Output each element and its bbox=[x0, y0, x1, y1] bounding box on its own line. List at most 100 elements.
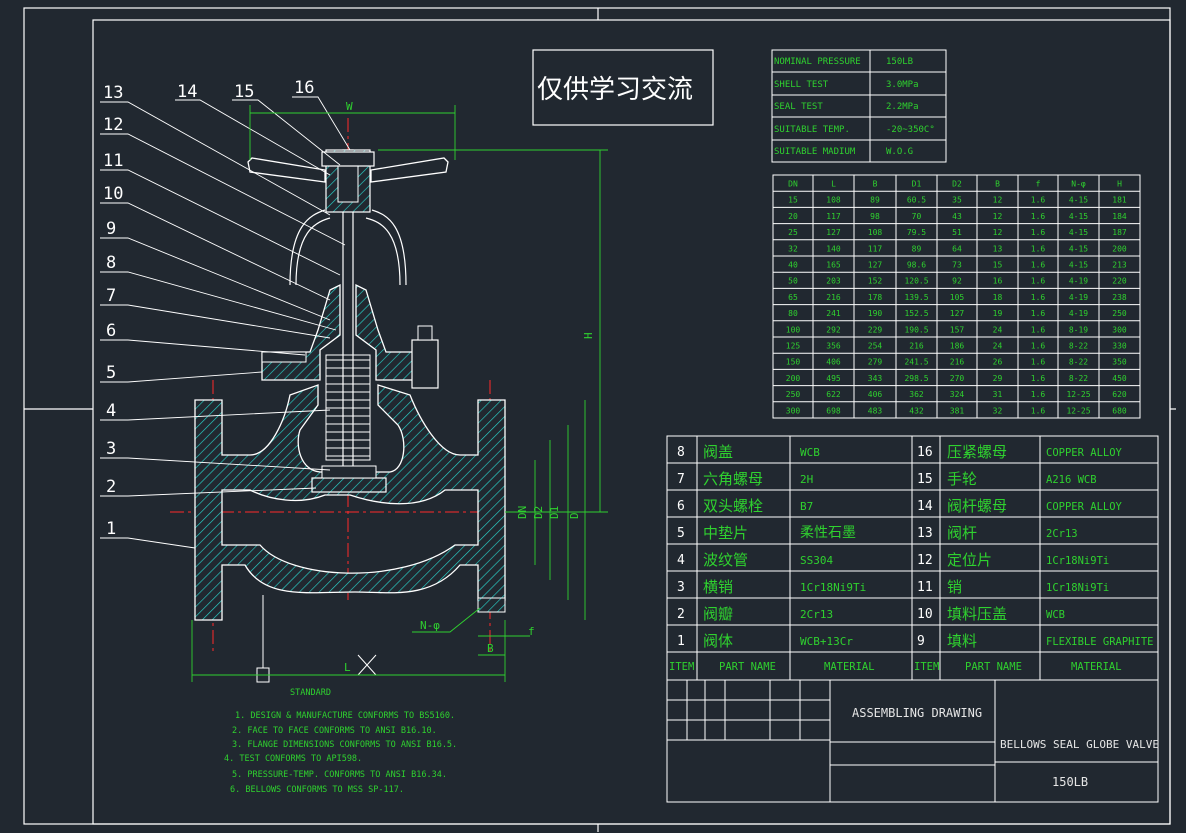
parts-header-name: PART NAME bbox=[719, 661, 776, 673]
dim-table-cell: 12 bbox=[993, 212, 1003, 221]
part-material: SS304 bbox=[800, 554, 833, 567]
dim-table-cell: 178 bbox=[868, 293, 883, 302]
dim-table-cell: 1.6 bbox=[1031, 309, 1046, 318]
part-name: 手轮 bbox=[947, 470, 977, 488]
parts-header-name: PART NAME bbox=[965, 661, 1022, 673]
dim-table-cell: 40 bbox=[788, 261, 798, 270]
spec-label: SUITABLE TEMP. bbox=[774, 125, 850, 135]
balloon-12: 12 bbox=[103, 115, 123, 135]
dim-table-cell: 12 bbox=[993, 228, 1003, 237]
dim-table-cell: 1.6 bbox=[1031, 406, 1046, 415]
dim-table-cell: 1.6 bbox=[1031, 261, 1046, 270]
balloon-6: 6 bbox=[106, 321, 116, 341]
balloon-11: 11 bbox=[103, 151, 123, 171]
dim-table-cell: 190 bbox=[868, 309, 883, 318]
part-material: 1Cr18Ni9Ti bbox=[800, 581, 866, 594]
dim-table-cell: 73 bbox=[952, 261, 962, 270]
dim-table-cell: 4-15 bbox=[1069, 228, 1088, 237]
part-material: COPPER ALLOY bbox=[1046, 501, 1123, 513]
parts-header-item: ITEM bbox=[914, 661, 939, 673]
dim-table-cell: 29 bbox=[993, 374, 1003, 383]
part-material: COPPER ALLOY bbox=[1046, 447, 1123, 459]
part-item-number: 15 bbox=[917, 472, 933, 487]
part-material: FLEXIBLE GRAPHITE bbox=[1046, 636, 1153, 648]
dim-table-cell: 1.6 bbox=[1031, 390, 1046, 399]
dim-table-cell: 406 bbox=[826, 358, 841, 367]
balloon-14: 14 bbox=[177, 82, 197, 102]
dim-table-cell: 100 bbox=[786, 325, 801, 334]
dim-label-d: D bbox=[568, 512, 581, 519]
balloon-8: 8 bbox=[106, 253, 116, 273]
dim-label-n-phi: N-φ bbox=[420, 619, 440, 632]
dim-table-cell: 186 bbox=[950, 342, 965, 351]
part-name: 阀杆 bbox=[947, 524, 977, 542]
balloon-16: 16 bbox=[294, 78, 314, 98]
dim-table-cell: 4-19 bbox=[1069, 277, 1088, 286]
dim-table-cell: 298.5 bbox=[904, 374, 928, 383]
dim-table-cell: 4-15 bbox=[1069, 196, 1088, 205]
dim-table-cell: 152 bbox=[868, 277, 883, 286]
dim-table-cell: 117 bbox=[868, 244, 883, 253]
dim-table-cell: 1.6 bbox=[1031, 196, 1046, 205]
dim-table-cell: 241 bbox=[826, 309, 841, 318]
part-item-number: 11 bbox=[917, 580, 933, 595]
part-name: 双头螺栓 bbox=[703, 497, 763, 515]
dim-table-cell: 15 bbox=[993, 261, 1003, 270]
part-item-number: 14 bbox=[917, 499, 933, 514]
dim-table-cell: 43 bbox=[952, 212, 962, 221]
part-item-number: 7 bbox=[677, 472, 685, 487]
valve-assembly-drawing bbox=[100, 96, 530, 683]
part-item-number: 8 bbox=[677, 445, 685, 460]
part-material: 2H bbox=[800, 473, 813, 486]
dim-table-cell: 13 bbox=[993, 244, 1003, 253]
balloon-7: 7 bbox=[106, 286, 116, 306]
dim-table-cell: 20 bbox=[788, 212, 798, 221]
dim-table-cell: 1.6 bbox=[1031, 374, 1046, 383]
dim-table-header: f bbox=[1036, 180, 1041, 189]
dim-table-cell: 8-22 bbox=[1069, 358, 1088, 367]
balloon-2: 2 bbox=[106, 477, 116, 497]
part-name: 横销 bbox=[703, 578, 733, 596]
dim-table-cell: 432 bbox=[909, 406, 924, 415]
dim-table-cell: 108 bbox=[826, 196, 841, 205]
balloon-9: 9 bbox=[106, 219, 116, 239]
part-material: A216 WCB bbox=[1046, 474, 1097, 486]
dim-table-cell: 350 bbox=[1112, 358, 1127, 367]
dim-table-cell: 330 bbox=[1112, 342, 1127, 351]
part-item-number: 4 bbox=[677, 553, 685, 568]
standard-line-4: 4. TEST CONFORMS TO API598. bbox=[224, 754, 362, 764]
dim-table-cell: 381 bbox=[950, 406, 965, 415]
dim-table-cell: 89 bbox=[912, 244, 922, 253]
dim-table-header: DN bbox=[788, 180, 798, 189]
dim-table-cell: 89 bbox=[870, 196, 880, 205]
part-item-number: 6 bbox=[677, 499, 685, 514]
dim-table-header: L bbox=[831, 180, 836, 189]
part-item-number: 13 bbox=[917, 526, 933, 541]
dim-table-cell: 216 bbox=[826, 293, 841, 302]
part-name: 中垫片 bbox=[703, 524, 748, 542]
dim-label-dn: DN bbox=[516, 506, 529, 519]
dim-label-d2: D2 bbox=[532, 506, 545, 519]
part-name: 压紧螺母 bbox=[947, 443, 1007, 461]
standard-line-5: 5. PRESSURE-TEMP. CONFORMS TO ANSI B16.3… bbox=[232, 770, 447, 780]
dim-table-cell: 12-25 bbox=[1066, 406, 1090, 415]
dim-table-cell: 250 bbox=[1112, 309, 1127, 318]
dim-table-cell: 300 bbox=[786, 406, 801, 415]
dim-table-cell: 8-19 bbox=[1069, 325, 1088, 334]
part-name: 销 bbox=[947, 578, 962, 596]
dim-table-cell: 1.6 bbox=[1031, 244, 1046, 253]
dim-table-cell: 4-19 bbox=[1069, 293, 1088, 302]
dim-table-cell: 203 bbox=[826, 277, 841, 286]
standard-title: STANDARD bbox=[290, 688, 331, 698]
dim-table-cell: 4-19 bbox=[1069, 309, 1088, 318]
dim-table-header: D1 bbox=[912, 180, 922, 189]
part-name: 定位片 bbox=[947, 551, 992, 569]
dim-table-cell: 50 bbox=[788, 277, 798, 286]
parts-header-material: MATERIAL bbox=[824, 661, 875, 673]
balloon-13: 13 bbox=[103, 83, 123, 103]
dim-table-header: B bbox=[873, 180, 878, 189]
dim-label-b: B bbox=[487, 642, 494, 655]
dim-table-cell: 152.5 bbox=[904, 309, 928, 318]
